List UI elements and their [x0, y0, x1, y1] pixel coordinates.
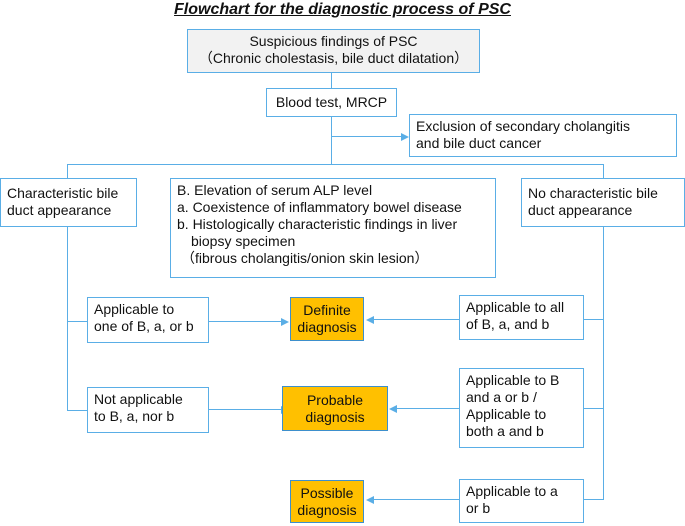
applicable-B-line1: Applicable to B — [466, 372, 560, 388]
characteristic-box: Characteristic bile duct appearance — [0, 178, 137, 227]
blood-test-box: Blood test, MRCP — [266, 88, 397, 117]
connector-line — [67, 164, 69, 178]
applicable-B-line2: and a or b / — [466, 389, 537, 405]
probable-line1: Probable — [306, 391, 364, 408]
connector-line — [67, 410, 87, 412]
applicable-B-box: Applicable to B and a or b / Applicable … — [459, 368, 584, 448]
connector-line — [209, 321, 282, 323]
definite-diagnosis-box: Definite diagnosis — [290, 297, 364, 341]
connector-line — [396, 408, 459, 410]
applicable-all-line1: Applicable to all — [466, 299, 565, 315]
diagram-title: Flowchart for the diagnostic process of … — [174, 1, 511, 18]
criteria-b-detail: （fibrous cholangitis/onion skin lesion） — [181, 250, 429, 266]
criteria-b: b. Histologically characteristic finding… — [177, 216, 458, 232]
arrow-head — [401, 132, 409, 141]
applicable-all-box: Applicable to all of B, a, and b — [459, 295, 584, 340]
suspicious-findings-box: Suspicious findings of PSC （Chronic chol… — [187, 29, 480, 73]
criteria-a: a. Coexistence of inflammatory bowel dis… — [177, 199, 462, 215]
criteria-b-cont: biopsy specimen — [191, 233, 296, 249]
connector-line — [331, 136, 401, 138]
connector-line — [373, 319, 459, 321]
connector-line — [67, 321, 87, 323]
blood-test-label: Blood test, MRCP — [275, 94, 388, 110]
definite-line1: Definite — [303, 302, 351, 318]
arrow-head — [389, 404, 397, 413]
connector-line — [331, 117, 333, 165]
connector-line — [584, 499, 604, 501]
no-characteristic-box: No characteristic bile duct appearance — [521, 178, 685, 227]
not-applicable-box: Not applicable to B, a, nor b — [87, 387, 209, 433]
characteristic-line1: Characteristic bile — [7, 185, 119, 201]
possible-diagnosis-box: Possible diagnosis — [290, 480, 364, 523]
probable-line2: diagnosis — [305, 408, 365, 425]
connector-line — [603, 164, 605, 178]
applicable-all-line2: of B, a, and b — [466, 316, 550, 332]
connector-line — [209, 409, 282, 411]
connector-line — [584, 319, 604, 321]
applicable-one-box: Applicable to one of B, a, or b — [87, 297, 209, 343]
arrow-head — [366, 315, 374, 324]
characteristic-line2: duct appearance — [7, 202, 112, 218]
connector-line — [67, 227, 69, 411]
exclusion-line2: and bile duct cancer — [416, 135, 542, 151]
not-applicable-line2: to B, a, nor b — [94, 408, 175, 424]
no-characteristic-line1: No characteristic bile — [528, 185, 658, 201]
connector-line — [373, 499, 459, 501]
arrow-head — [366, 495, 374, 504]
definite-line2: diagnosis — [297, 319, 357, 335]
applicable-one-line2: one of B, a, or b — [94, 318, 194, 334]
applicable-B-line4: both a and b — [466, 423, 544, 439]
criteria-B: B. Elevation of serum ALP level — [177, 182, 373, 198]
criteria-box: B. Elevation of serum ALP level a. Coexi… — [170, 178, 496, 278]
suspicious-findings-line1: Suspicious findings of PSC — [249, 33, 418, 49]
connector-line — [67, 164, 604, 166]
applicable-B-line3: Applicable to — [466, 406, 547, 422]
exclusion-line1: Exclusion of secondary cholangitis — [416, 118, 631, 134]
suspicious-findings-line2: （Chronic cholestasis, bile duct dilatati… — [198, 50, 469, 66]
not-applicable-line1: Not applicable — [94, 391, 183, 407]
applicable-a-or-b-box: Applicable to a or b — [459, 479, 584, 523]
probable-diagnosis-box: Probable diagnosis — [282, 386, 388, 431]
exclusion-box: Exclusion of secondary cholangitis and b… — [409, 114, 677, 157]
no-characteristic-line2: duct appearance — [528, 202, 633, 218]
connector-line — [584, 408, 604, 410]
possible-line2: diagnosis — [297, 501, 357, 518]
applicable-a-or-b-line1: Applicable to a — [466, 483, 558, 499]
connector-line — [603, 226, 605, 500]
arrow-head — [281, 317, 289, 326]
applicable-one-line1: Applicable to — [94, 301, 175, 317]
applicable-a-or-b-line2: or b — [466, 500, 491, 516]
connector-line — [331, 72, 333, 88]
possible-line1: Possible — [300, 484, 354, 501]
